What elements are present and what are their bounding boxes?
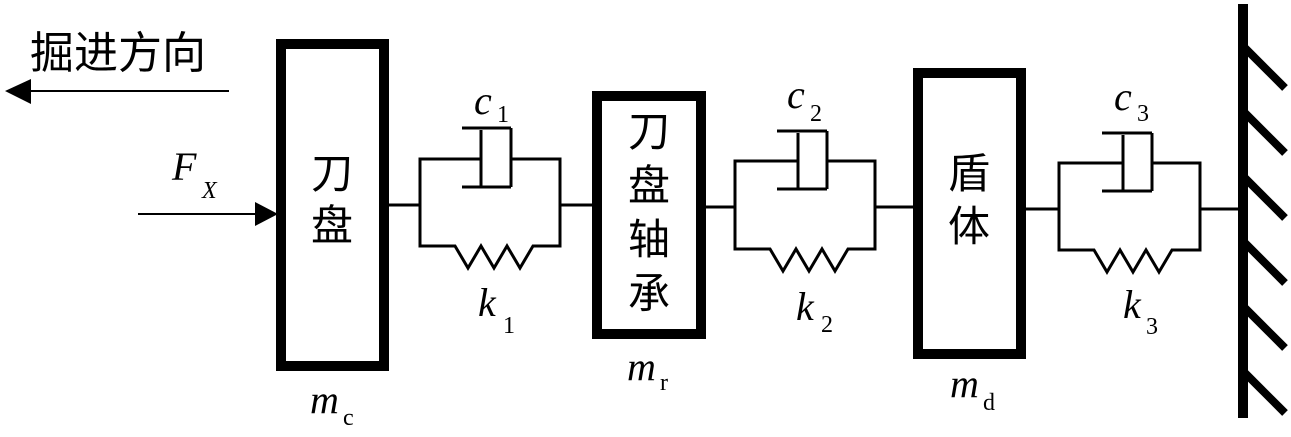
force-arrow [138,202,278,226]
spring-2-label: k 2 [796,284,833,338]
fixed-wall [1238,4,1288,418]
spring-2 [733,207,877,274]
svg-text:m: m [950,361,979,406]
mass-cutterhead: 刀 盘 m c [276,39,389,431]
spring-1-label: k 1 [478,280,515,339]
svg-text:d: d [983,390,995,416]
svg-text:k: k [1123,282,1142,327]
damper-1-label: c 1 [474,78,509,128]
mass-shield-label-2: 体 [948,202,990,251]
mass-bearing-label-3: 轴 [628,215,670,264]
advance-direction-arrow [5,79,229,104]
svg-text:c: c [343,405,354,431]
svg-text:m: m [627,344,656,389]
spring-1 [418,205,562,271]
mass-bearing-label-1: 刀 [628,107,670,156]
svg-text:2: 2 [810,101,822,127]
svg-text:X: X [201,178,218,204]
arrowhead-right-icon [255,202,278,226]
svg-text:c: c [787,72,805,117]
mass-bearing-label-2: 盘 [628,161,670,210]
mass-cutterhead-label-1: 刀 [311,149,353,198]
spring-3-label: k 3 [1123,282,1158,340]
damper-3 [1102,131,1154,193]
mass-shield: 盾 体 m d [913,68,1026,416]
svg-text:r: r [660,370,668,396]
damper-1 [462,126,513,189]
svg-text:1: 1 [503,313,515,339]
mass-bearing-symbol: m r [627,344,668,396]
svg-text:2: 2 [821,312,833,338]
mass-shield-symbol: m d [950,361,995,416]
mass-bearing-label-4: 承 [628,269,670,318]
arrowhead-left-icon [5,79,31,104]
svg-text:3: 3 [1137,101,1149,127]
mass-cutterhead-label-2: 盘 [311,201,353,250]
coupling-2: c 2 k 2 [703,72,915,338]
mass-bearing: 刀 盘 轴 承 m r [592,91,706,396]
svg-text:m: m [310,377,339,422]
force-label: F X [171,144,218,204]
svg-text:c: c [1114,74,1132,119]
damper-2-label: c 2 [787,72,822,127]
coupling-3: c 3 k 3 [1023,74,1239,340]
svg-text:c: c [474,78,492,123]
svg-text:k: k [478,280,497,325]
damper-2 [777,129,829,191]
svg-text:1: 1 [497,102,509,128]
advance-direction-label: 掘进方向 [30,28,206,79]
spring-3 [1057,209,1202,275]
svg-text:F: F [171,144,197,189]
svg-text:k: k [796,284,815,329]
mass-cutterhead-symbol: m c [310,377,354,431]
svg-text:3: 3 [1146,314,1158,340]
wall-hatching [1242,45,1288,416]
coupling-1: c 1 k 1 [386,78,594,339]
damper-3-label: c 3 [1114,74,1149,127]
mass-shield-label-1: 盾 [948,149,990,198]
